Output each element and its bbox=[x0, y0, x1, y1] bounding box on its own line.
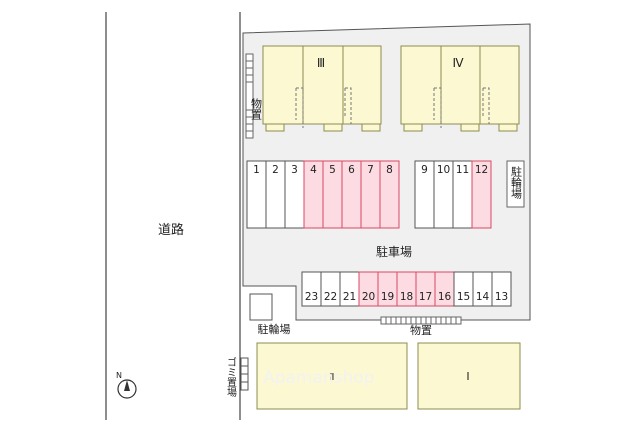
parking-slot-number: 4 bbox=[310, 164, 317, 176]
parking-slot-number: 15 bbox=[457, 291, 470, 303]
bike-parking-right-label: 駐輪場 bbox=[510, 165, 523, 200]
parking-slot-number: 23 bbox=[305, 291, 318, 303]
compass-label: N bbox=[116, 371, 122, 380]
building-3-label: Ⅲ bbox=[317, 56, 325, 70]
building-4: Ⅳ bbox=[400, 45, 520, 132]
bike-parking-left-label: 駐輪場 bbox=[258, 322, 291, 336]
parking-slot-number: 16 bbox=[438, 291, 452, 303]
parking-slot-number: 22 bbox=[324, 291, 337, 303]
parking-slot-number: 1 bbox=[253, 164, 260, 176]
bike-parking-left: 駐輪場 bbox=[249, 293, 291, 336]
parking-slot-number: 8 bbox=[386, 164, 393, 176]
parking-slot-number: 10 bbox=[437, 164, 450, 176]
parking-slot-number: 20 bbox=[362, 291, 375, 303]
parking-label: 駐車場 bbox=[376, 244, 412, 259]
storage-bottom-label: 物置 bbox=[410, 323, 432, 337]
parking-slot-number: 17 bbox=[419, 291, 432, 303]
parking-slot-12 bbox=[471, 160, 492, 229]
parking-slot-number: 21 bbox=[343, 291, 356, 303]
bike-parking-right: 駐輪場 bbox=[506, 160, 525, 208]
parking-slot-number: 18 bbox=[400, 291, 413, 303]
road-label: 道路 bbox=[158, 222, 184, 238]
parking-slot-number: 9 bbox=[421, 164, 428, 176]
building-2: Ⅱ bbox=[256, 342, 408, 410]
watermark: Apamanshop bbox=[263, 368, 374, 388]
parking-slot-13 bbox=[491, 271, 512, 307]
storage-top-label: 物置 bbox=[250, 97, 263, 120]
parking-slot-number: 6 bbox=[348, 164, 355, 176]
compass-icon: N bbox=[116, 371, 137, 399]
storage-top: 物置 bbox=[245, 53, 263, 139]
parking-slot-number: 3 bbox=[291, 164, 298, 176]
parking-slot-number: 2 bbox=[272, 164, 279, 176]
parking-slot-number: 5 bbox=[329, 164, 336, 176]
parking-slot-8 bbox=[379, 160, 400, 229]
building-4-label: Ⅳ bbox=[452, 56, 463, 70]
parking-slot-number: 12 bbox=[475, 164, 488, 176]
parking-slot-number: 19 bbox=[381, 291, 394, 303]
building-3: Ⅲ bbox=[262, 45, 382, 132]
parking-slot-number: 13 bbox=[495, 291, 508, 303]
parking-slot-number: 11 bbox=[456, 164, 469, 176]
trash-area: ゴミ置場 bbox=[225, 356, 249, 398]
storage-bottom: 物置 bbox=[380, 316, 462, 337]
building-1-label: Ⅰ bbox=[466, 370, 469, 383]
building-2-label: Ⅱ bbox=[330, 372, 335, 383]
parking-slot-number: 7 bbox=[367, 164, 374, 176]
parking-slot-number: 14 bbox=[476, 291, 490, 303]
building-1: Ⅰ bbox=[417, 342, 521, 410]
trash-label: ゴミ置場 bbox=[225, 356, 237, 398]
